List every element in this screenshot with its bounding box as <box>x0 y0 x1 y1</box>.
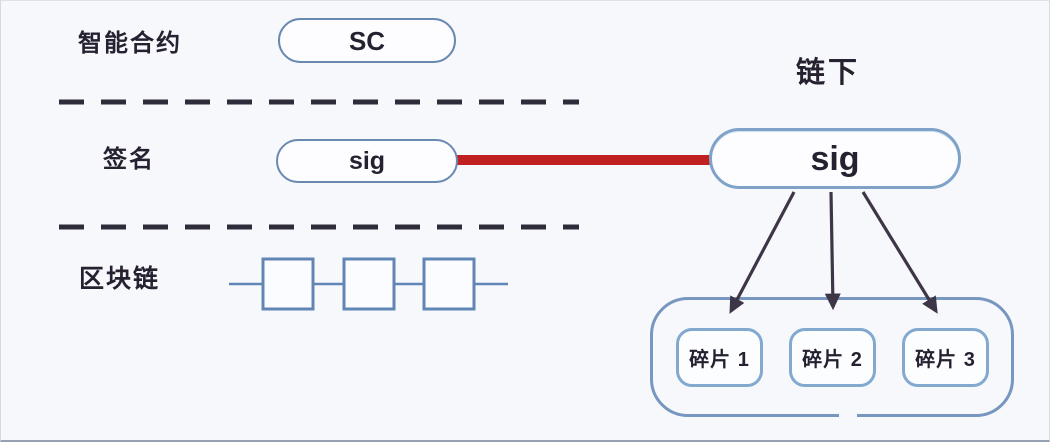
offchain-title: 链下 <box>796 57 861 89</box>
offchain-signature-node: sig <box>709 128 961 189</box>
shard-1-node: 碎片 1 <box>676 328 763 387</box>
chain-block-3-icon <box>422 257 476 311</box>
chain-block-2-icon <box>342 257 396 311</box>
signature-label: 签名 <box>103 146 155 173</box>
blockchain-chain-icon <box>229 257 508 311</box>
chain-block-1-icon <box>261 257 315 311</box>
smart-contract-node: SC <box>278 18 456 63</box>
shard-2-node: 碎片 2 <box>789 328 876 387</box>
shard-3-node: 碎片 3 <box>902 328 989 387</box>
smart-contract-label: 智能合约 <box>78 30 182 57</box>
signature-node: sig <box>276 139 458 183</box>
blockchain-label: 区块链 <box>79 265 161 293</box>
shard-group-border-gap <box>839 411 857 421</box>
